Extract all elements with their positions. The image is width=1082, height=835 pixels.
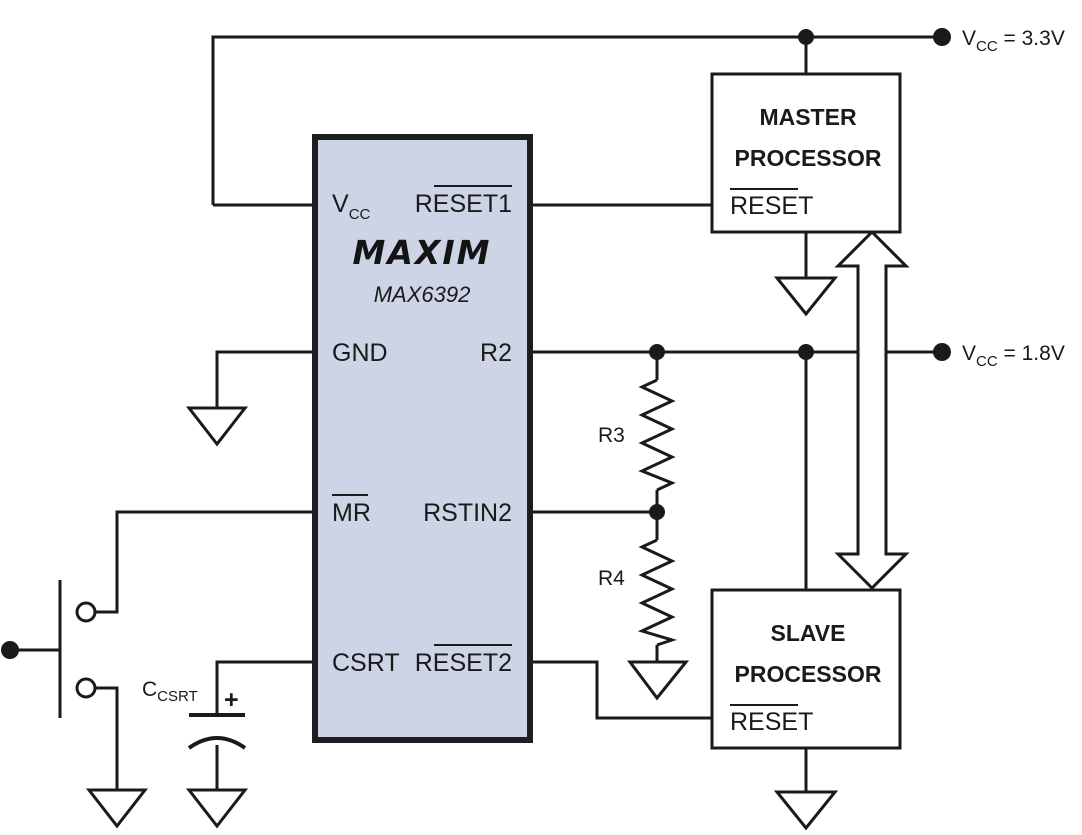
pin-r2-label: R2 [480,339,512,367]
wires [10,35,942,792]
ground-symbols [85,276,839,831]
bidirectional-arrow-icon [834,229,910,591]
wire-csrt [215,660,315,715]
ground-icon [773,276,839,317]
wire-switch-gnd [96,686,119,790]
pin-csrt-label: CSRT [332,649,400,677]
master-reset-pin: RESET [730,192,813,220]
chip-body [312,134,533,743]
master-title-line1: MASTER [759,104,857,130]
pin-rstin2-label: RSTIN2 [423,499,512,527]
max6392-chip: VCC RESET1 MAXIM MAX6392 GND R2 MR RSTIN… [312,134,533,743]
resistor-icon [637,538,677,647]
capacitor-icon [187,713,247,750]
junction-dot [649,344,665,360]
junction-dot [798,29,814,45]
wire-gnd-pin [215,350,315,408]
ground-icon [627,660,690,701]
slave-processor: SLAVE PROCESSOR RESET [710,588,902,750]
terminal-vcc33 [933,28,951,46]
junction-dot [649,504,665,520]
vcc-33-label: VCC = 3.3V [962,27,1065,55]
pushbutton-switch-icon [58,580,97,718]
ground-icon [185,788,249,829]
wire-reset2 [530,660,712,720]
slave-reset-pin: RESET [730,708,813,736]
pin-mr-label: MR [332,499,371,527]
resistor-icon [638,378,676,492]
wire-vcc33-rail [211,35,942,207]
pin-reset2-label: RESET2 [415,649,512,677]
vcc-18-label: VCC = 1.8V [962,342,1065,370]
pin-vcc-label: VCC [332,190,371,223]
r4-label: R4 [598,567,625,590]
ccsrt-label: CCSRT [142,678,198,705]
slave-processor-box [710,588,902,750]
master-processor: MASTER PROCESSOR RESET [710,72,902,234]
junction-dot [798,344,814,360]
slave-title-line1: SLAVE [771,620,846,646]
pin-gnd-label: GND [332,339,388,367]
part-number: MAX6392 [374,282,471,307]
terminal-switch-input [1,641,19,659]
pin-reset1-label: RESET1 [415,190,512,218]
terminal-vcc18 [933,343,951,361]
ground-icon [85,788,149,829]
ground-icon [185,406,249,447]
junctions [1,28,951,659]
slave-title-line2: PROCESSOR [735,661,882,687]
master-processor-box [710,72,902,234]
r3-label: R3 [598,424,625,447]
ground-icon [773,790,839,831]
master-title-line2: PROCESSOR [735,145,882,171]
maxim-logo: MAXIM [353,233,492,272]
capacitor-polarity: + [224,686,239,714]
wire-mr [96,510,315,614]
